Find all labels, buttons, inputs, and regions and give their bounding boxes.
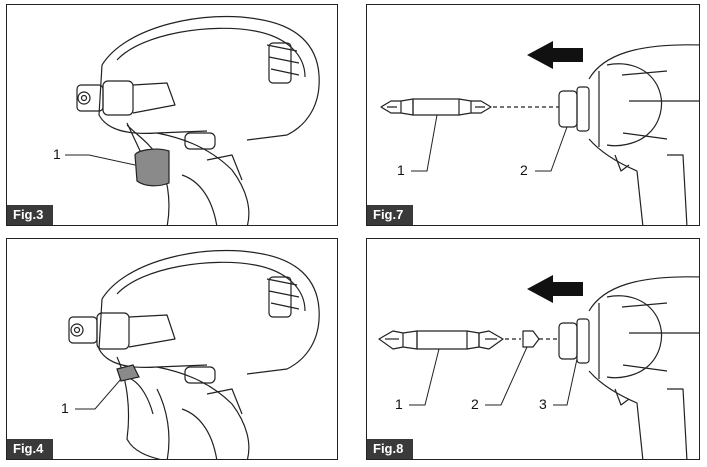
callout-1: 1 — [395, 396, 403, 412]
figure-4-panel: 1 Fig.4 — [6, 238, 338, 460]
figure-label: Fig.8 — [367, 439, 414, 459]
left-arrow-icon — [527, 41, 583, 69]
figure-label: Fig.3 — [7, 205, 54, 225]
figure-3-panel: 1 Fig.3 — [6, 4, 338, 226]
callout-2: 2 — [471, 396, 479, 412]
figure-label: Fig.4 — [7, 439, 54, 459]
reversing-switch — [116, 364, 140, 382]
callout-1: 1 — [61, 400, 69, 416]
bit-insertion-drawing — [380, 41, 699, 225]
impact-driver-drawing — [68, 249, 320, 459]
figure-8-panel: 1 2 3 Fig.8 — [366, 238, 700, 460]
callout-3: 3 — [539, 396, 547, 412]
callout-1: 1 — [397, 162, 405, 178]
impact-driver-drawing — [65, 15, 320, 225]
figure-label: Fig.7 — [367, 205, 414, 225]
bit-with-piece-drawing — [378, 275, 699, 459]
figure-7-panel: 1 2 Fig.7 — [366, 4, 700, 226]
callout-1: 1 — [53, 146, 61, 162]
reversing-switch — [134, 148, 170, 187]
callout-2: 2 — [520, 162, 528, 178]
left-arrow-icon — [527, 275, 583, 303]
